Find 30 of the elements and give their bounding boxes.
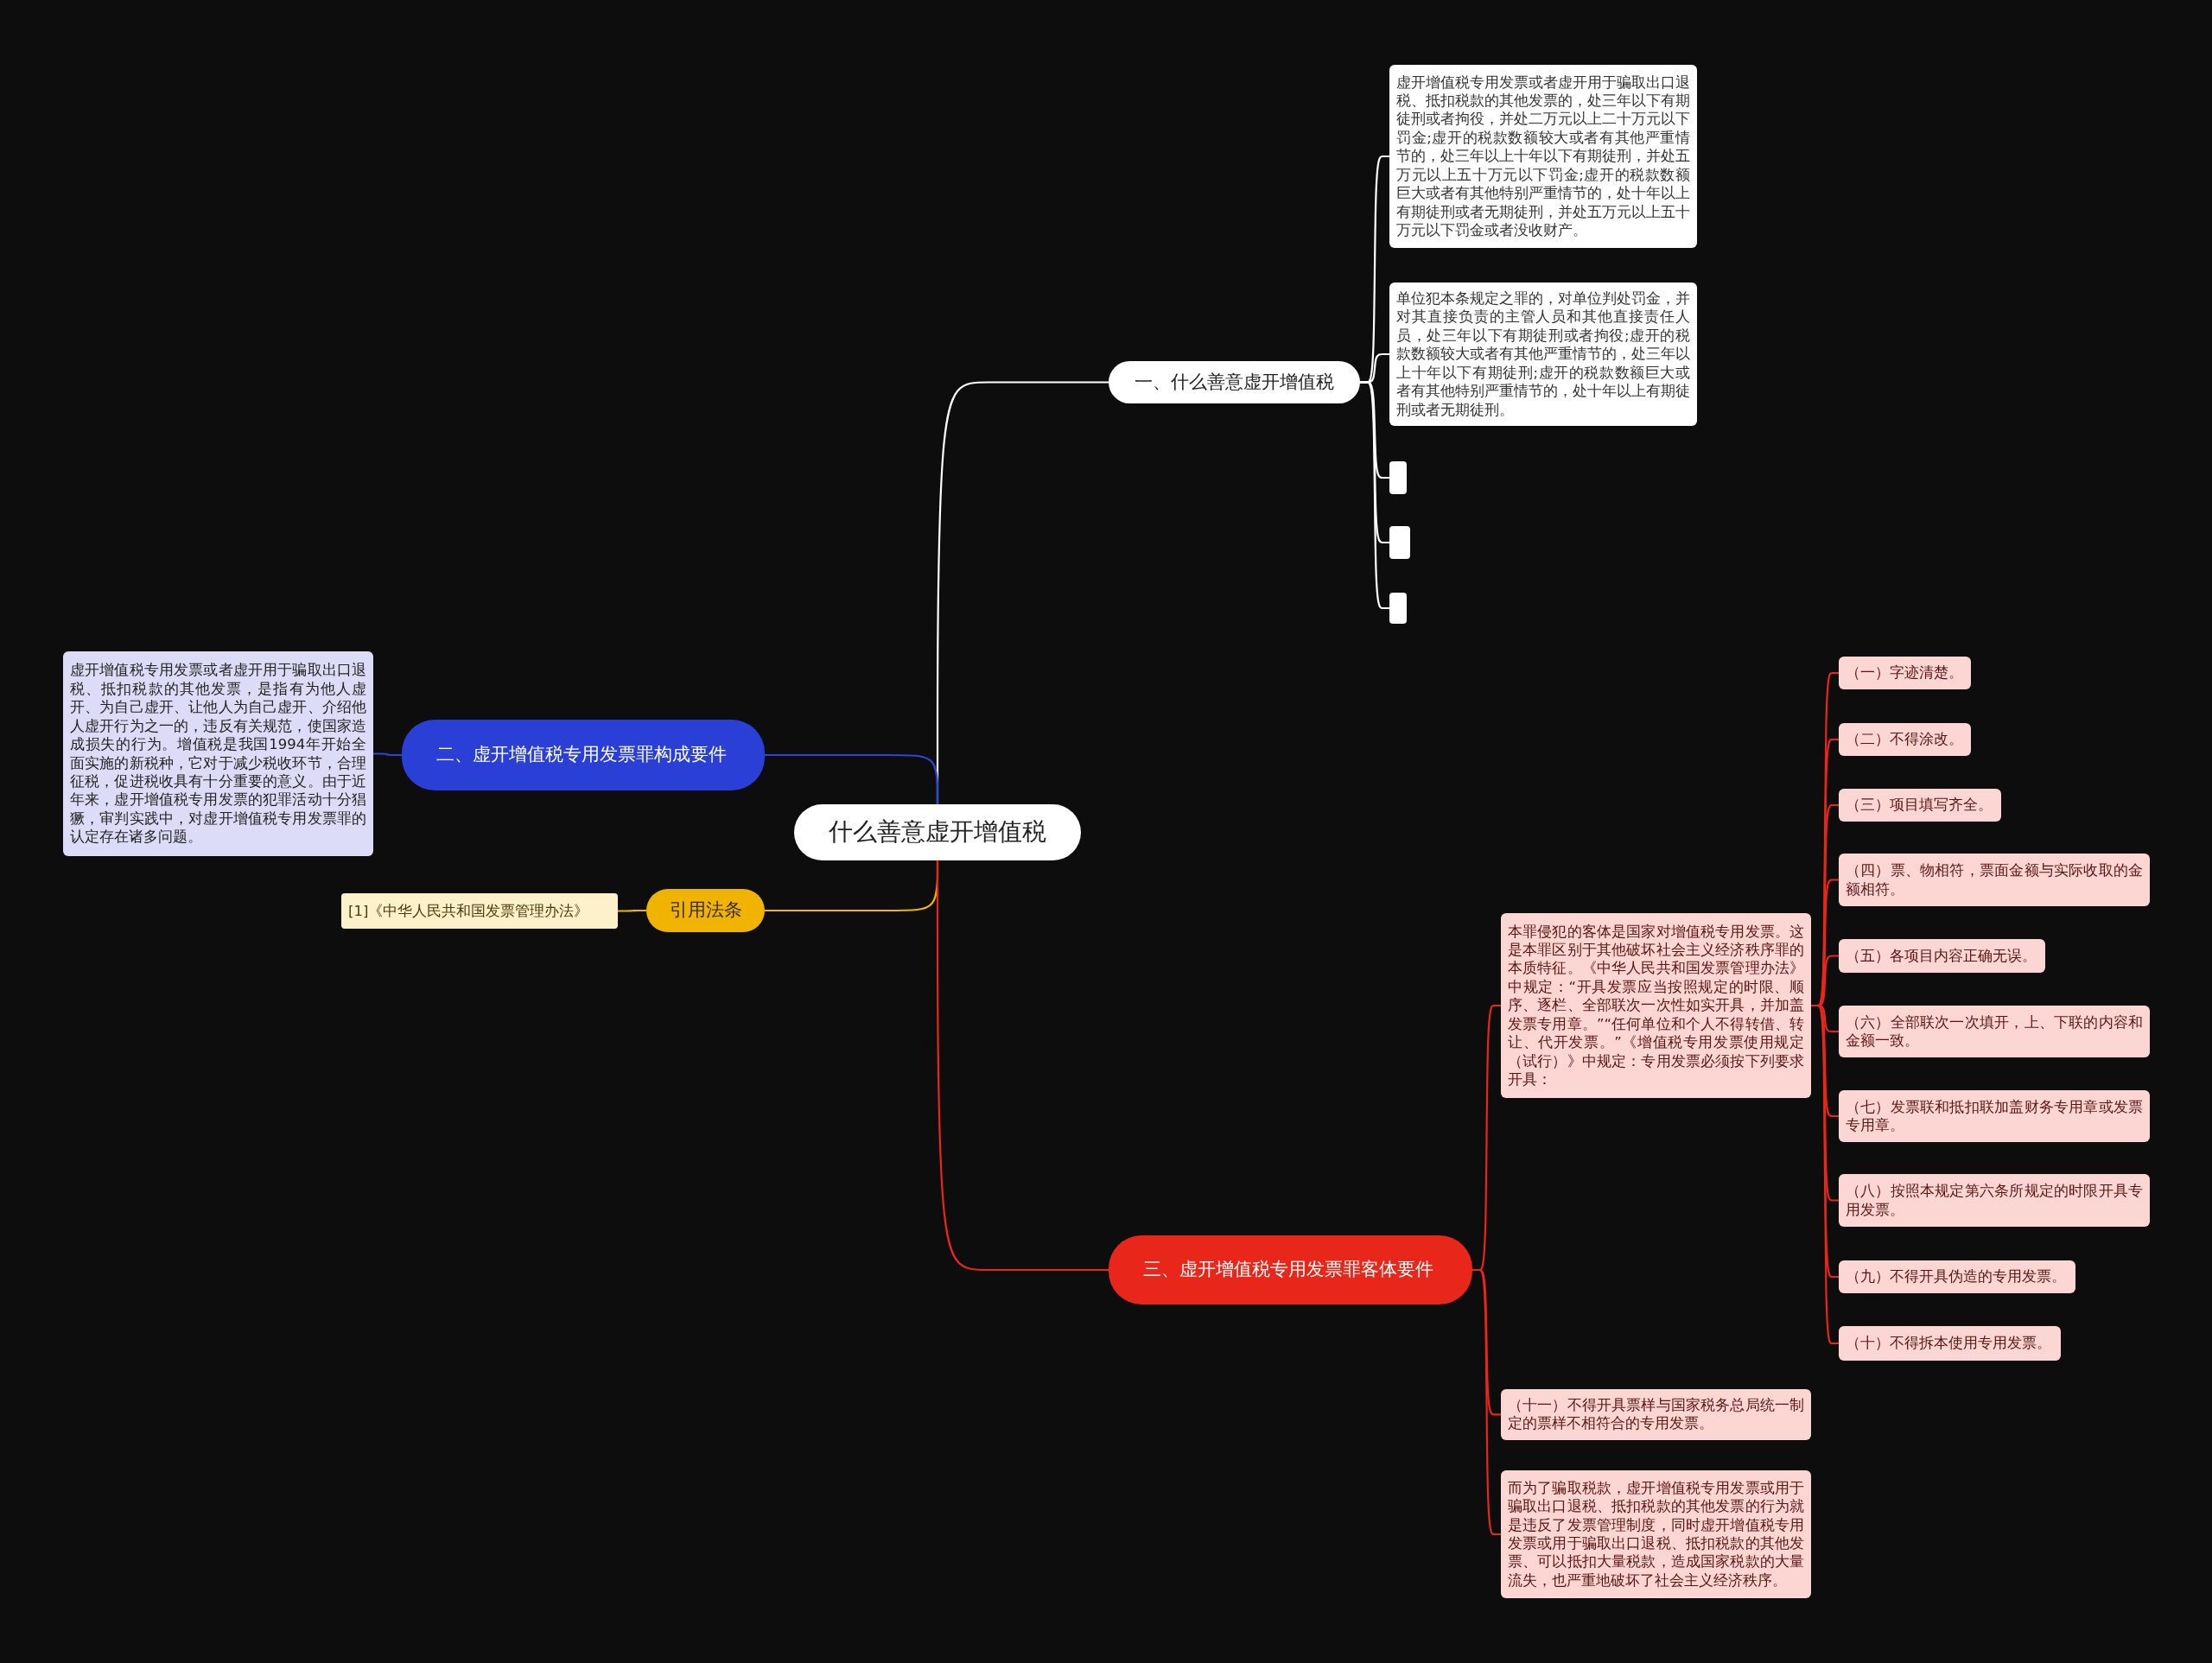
text-card: （三）项目填写齐全。 [1839,789,2001,822]
connector-line [936,860,1109,1272]
text-card: （一）字迹清楚。 [1839,657,1971,689]
connector-line [618,909,646,912]
empty-box [1389,526,1410,559]
text-card: （八）按照本规定第六条所规定的时限开具专用发票。 [1839,1174,2150,1227]
citation-card: [1]《中华人民共和国发票管理办法》 [341,893,618,929]
branch-topic: 引用法条 [646,889,765,932]
text-card: （四）票、物相符，票面金额与实际收取的金额相符。 [1839,854,2150,906]
connector-line [373,752,402,757]
connector-line [765,753,939,804]
empty-box [1389,593,1407,624]
branch-topic: 一、什么善意虚开增值税 [1109,361,1360,403]
text-card: 虚开增值税专用发票或者虚开用于骗取出口退税、抵扣税款的其他发票，是指有为他人虚开、为自己虚开、让他人为自己虚开、介绍他人虚开行为之一的，违反有关规范，使国家造成损失的行为。增值税是我国1994年开始全面实施的新税种，它对于减少税收环节，合理征税，促进税收具有十分重要的意义。由于近年来，虚开增值税专用发票的犯罪活动十分猖獗，审判实践中，对虚开增值税专用发票罪的认定存在诸多问题。 [63,651,373,856]
empty-box [1389,461,1407,494]
text-card: （六）全部联次一次填开，上、下联的内容和金额一致。 [1839,1006,2150,1057]
connector-line [1811,1004,1839,1345]
text-card: （十一）不得开具票样与国家税务总局统一制定的票样不相符合的专用发票。 [1501,1389,1811,1440]
text-card: （九）不得开具伪造的专用发票。 [1839,1260,2075,1293]
text-card: 虚开增值税专用发票或者虚开用于骗取出口退税、抵扣税款的其他发票的，处三年以下有期徒刑或者拘役，并处二万元以上二十万元以下罚金;虚开的税款数额较大或者有其他严重情节的，处三年以上十年以下有期徒刑，并处五万元以上五十万元以下罚金;虚开的税款数额巨大或者有其他特别严重情节的，处十年以上有期徒刑或者无期徒刑，并处五万元以上五十万元以下罚金或者没收财产。 [1389,65,1697,248]
text-card: 本罪侵犯的客体是国家对增值税专用发票。这是本罪区别于其他破坏社会主义经济秩序罪的本质特征。《中华人民共和国发票管理办法》中规定：“开具发票应当按照规定的时限、顺序、逐栏、全部联次一次性如实开具，并加盖发票专用章。”“任何单位和个人不得转借、转让、代开发票。”《增值税专用发票使用规定（试行）》中规定：专用发票必须按下列要求开具： [1501,913,1811,1098]
text-card: （七）发票联和抵扣联加盖财务专用章或发票专用章。 [1839,1090,2150,1142]
central-topic: 什么善意虚开增值税 [794,804,1081,860]
text-card: （五）各项目内容正确无误。 [1839,939,2045,973]
text-card: （十）不得拆本使用专用发票。 [1839,1326,2061,1361]
text-card: 单位犯本条规定之罪的，对单位判处罚金，并对其直接负责的主管人员和其他直接责任人员，处三年以下有期徒刑或者拘役;虚开的税款数额较大或者有其他严重情节的，处三年以上十年以下有期徒刑;虚开的税款数额巨大或者有其他特别严重情节的，处十年以上有期徒刑或者无期徒刑。 [1389,282,1697,426]
branch-topic: 二、虚开增值税专用发票罪构成要件 [402,720,765,790]
text-card: 而为了骗取税款，虚开增值税专用发票或用于骗取出口退税、抵扣税款的其他发票的行为就是违反了发票管理制度，同时虚开增值税专用发票或用于骗取出口退税、抵扣税款的其他发票、可以抵扣大量税款，造成国家税款的大量流失，也严重地破坏了社会主义经济秩序。 [1501,1470,1811,1598]
text-card: （二）不得涂改。 [1839,723,1971,756]
branch-topic: 三、虚开增值税专用发票罪客体要件 [1109,1235,1472,1304]
